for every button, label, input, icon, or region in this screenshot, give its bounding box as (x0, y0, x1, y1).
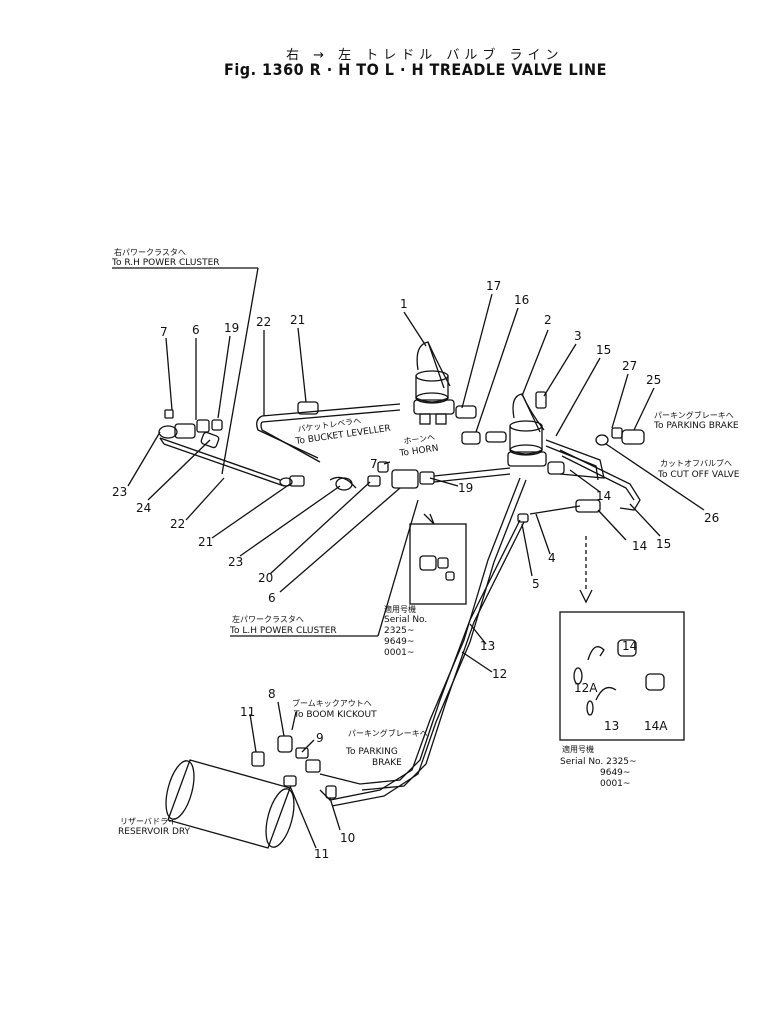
part-number-21-lower: 21 (198, 535, 213, 549)
serial2-label: Serial No. 2325~ (560, 757, 637, 767)
part-number-8: 8 (268, 687, 276, 701)
part-number-23-lower: 23 (228, 555, 243, 569)
lh-cluster-leader (377, 499, 419, 637)
right-treadle-valve (485, 391, 565, 523)
part-number-27: 27 (622, 359, 637, 373)
reservoir-label-jp: リザーバドライ (120, 817, 176, 826)
part-number-19: 19 (224, 321, 239, 335)
serial2-label-jp: 適用号機 (562, 744, 594, 754)
part-number-14: 14 (596, 489, 611, 503)
part-number-26: 26 (704, 511, 719, 525)
part-number-15-lower: 15 (656, 537, 671, 551)
inset-box-2 (559, 611, 685, 741)
parking-label: To PARKING BRAKE (653, 421, 739, 431)
part-number-22-lower: 22 (170, 517, 185, 531)
figure-title: Fig. 1360 R · H TO L · H TREADLE VALVE L… (224, 60, 607, 79)
part-number-1: 1 (400, 297, 408, 311)
boom-label-jp: ブームキックアウトへ (292, 698, 372, 708)
part-number-22: 22 (256, 315, 271, 329)
lh-cluster-label-jp: 左パワークラスタへ (232, 614, 304, 624)
part-number-25: 25 (646, 373, 661, 387)
center-manifold (329, 461, 511, 491)
part-number-21: 21 (290, 313, 305, 327)
part-number-3: 3 (574, 329, 582, 343)
part-number-4: 4 (548, 551, 556, 565)
part-number-9: 9 (316, 731, 324, 745)
part-number-labels: 7 6 19 22 21 1 17 16 2 3 15 27 25 26 15 … (112, 279, 719, 861)
reservoir-tank (165, 735, 337, 849)
part-number-13: 13 (480, 639, 495, 653)
part-number-23: 23 (112, 485, 127, 499)
parking-label-jp: パーキングブレーキへ (654, 410, 734, 420)
rh-cluster-label-jp: 右パワークラスタへ (114, 247, 186, 257)
diagram-drawing (112, 267, 705, 849)
part-number-6: 6 (192, 323, 200, 337)
part-number-14A: 14A (644, 719, 668, 733)
serial1-9649: 9649~ (384, 637, 414, 647)
destination-labels: 右パワークラスタへ To R.H POWER CLUSTER バケットレベラへ … (111, 247, 740, 837)
lh-cluster-label: To L.H POWER CLUSTER (229, 626, 337, 636)
horn-label-jp: ホーンへ (403, 433, 436, 446)
part-number-14-inset: 14 (622, 639, 637, 653)
part-number-12: 12 (492, 667, 507, 681)
serial2-9649: 9649~ (600, 768, 630, 778)
part-number-24: 24 (136, 501, 151, 515)
serial1-label-jp: 適用号機 (384, 604, 416, 614)
part-number-17: 17 (486, 279, 501, 293)
part-number-6-lower: 6 (268, 591, 276, 605)
cutoff-label-jp: カットオフバルブへ (660, 458, 732, 468)
part-number-12A: 12A (574, 681, 598, 695)
figure-title-japanese: 右 → 左 トレドル バルブ ライン (286, 48, 564, 63)
part-number-15: 15 (596, 343, 611, 357)
part-number-10: 10 (340, 831, 355, 845)
reservoir-label: RESERVOIR DRY (118, 827, 191, 837)
rh-cluster-label: To R.H POWER CLUSTER (111, 258, 220, 268)
left-treadle-valve (413, 341, 481, 445)
part-number-7: 7 (160, 325, 168, 339)
parking2-label-brake: BRAKE (372, 758, 402, 768)
part-number-20: 20 (258, 571, 273, 585)
serial2-0001: 0001~ (600, 779, 630, 789)
part-number-11-lower: 11 (314, 847, 329, 861)
part-number-11: 11 (240, 705, 255, 719)
cutoff-label: To CUT OFF VALVE (657, 470, 740, 480)
boom-label: To BOOM KICKOUT (293, 710, 377, 720)
rh-cluster-leader (221, 267, 259, 475)
part-number-2: 2 (544, 313, 552, 327)
parking2-label: To PARKING (345, 747, 398, 757)
serial1-label: Serial No. (384, 615, 427, 625)
part-number-19-center: 19 (458, 481, 473, 495)
parking2-label-jp: パーキングブレーキへ (348, 728, 428, 738)
serial1-2325: 2325~ (384, 626, 414, 636)
part-number-13-inset: 13 (604, 719, 619, 733)
part-number-16: 16 (514, 293, 529, 307)
serial1-0001: 0001~ (384, 648, 414, 658)
inset-box-1 (409, 523, 467, 605)
part-number-7-center: 7 (370, 457, 378, 471)
part-number-14-lower: 14 (632, 539, 647, 553)
part-number-5: 5 (532, 577, 540, 591)
